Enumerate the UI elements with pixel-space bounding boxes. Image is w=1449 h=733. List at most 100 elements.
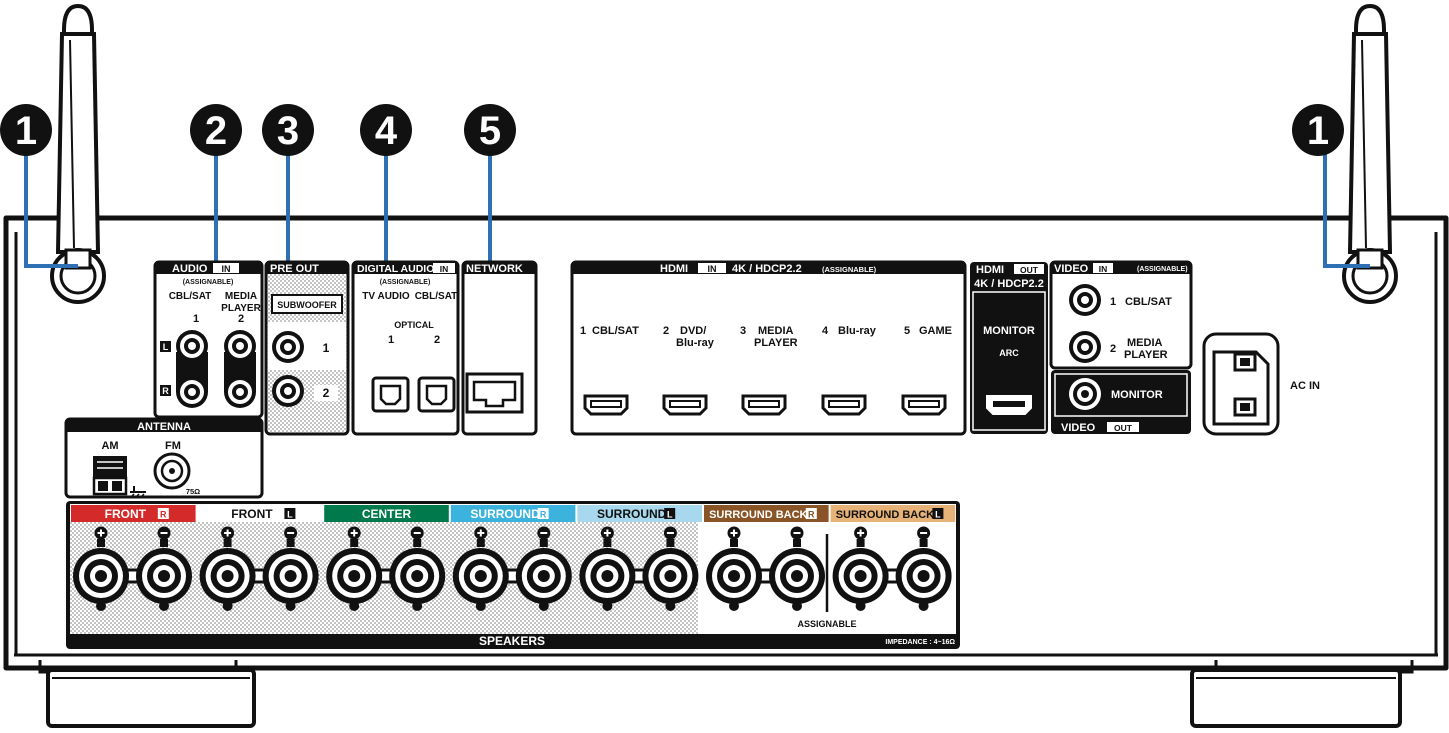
hdmi-out-spec: 4K / HDCP2.2 [974,278,1044,290]
rca-jack[interactable] [224,376,256,408]
callout-number: 5 [479,109,501,153]
video-in-1-label: CBL/SAT [1125,296,1172,308]
callout-number: 4 [375,109,398,153]
video-in-tag: IN [1099,264,1108,274]
speaker-tag: L [667,510,673,520]
network-panel: NETWORK [461,260,538,436]
digital-audio-num2: 2 [434,334,440,346]
speaker-binding-post[interactable] [452,548,509,604]
callout-number: 1 [1307,109,1329,153]
video-out-tag: OUT [1114,423,1133,433]
hdmi-input-5-num: 5 [904,325,910,337]
hdmi-out-arc: ARC [999,348,1019,358]
speaker-binding-post[interactable] [73,548,129,604]
hdmi-input-3-label2: PLAYER [754,337,798,349]
ac-inlet[interactable] [1202,332,1280,436]
hdmi-input-1-num: 1 [580,325,586,337]
hdmi-in-tag: IN [708,264,717,274]
hdmi-in-assignable: (ASSIGNABLE) [822,265,877,274]
hdmi-port[interactable] [901,394,947,416]
rca-jack[interactable] [272,375,304,407]
digital-audio-title: DIGITAL AUDIO [357,263,434,275]
hdmi-input-4-num: 4 [822,325,829,337]
speaker-binding-post[interactable] [579,548,636,604]
speakers-panel: ASSIGNABLE SPEAKERS IMPEDANCE : 4~16Ω FR… [66,501,960,649]
hdmi-out-tag: OUT [1020,265,1039,275]
optical-jack[interactable] [371,376,410,413]
speaker-tag: L [935,510,941,520]
speaker-label: SURROUND [470,507,540,521]
pre-out-title: PRE OUT [270,263,319,275]
speaker-binding-post[interactable] [706,548,762,604]
fm-antenna-connector[interactable] [153,452,191,490]
audio-in-tag: IN [222,264,231,274]
speaker-tag: R [808,510,815,520]
hdmi-input-2-num: 2 [663,325,669,337]
speakers-footer: SPEAKERS [479,634,545,648]
speaker-binding-post[interactable] [262,548,319,604]
antenna-panel: ANTENNA AM FM 75Ω [64,417,264,499]
video-out-monitor: MONITOR [1111,389,1163,401]
rca-jack[interactable] [1069,284,1101,316]
am-antenna-terminal[interactable] [92,456,146,498]
rca-jack[interactable] [1069,331,1101,363]
rca-jack[interactable] [176,376,208,408]
speaker-header [324,505,449,522]
hdmi-out-panel: HDMI OUT 4K / HDCP2.2 MONITOR ARC [970,262,1048,434]
speaker-label: SURROUND BACK [709,509,807,521]
speaker-binding-post[interactable] [642,548,699,604]
speaker-binding-post[interactable] [515,548,572,604]
digital-audio-num1: 1 [388,334,394,346]
ethernet-jack[interactable] [465,372,524,414]
audio-in-left-tag: L [163,342,169,352]
speaker-binding-post[interactable] [832,548,889,604]
hdmi-input-3-num: 3 [740,325,746,337]
antenna-fm-label: FM [165,440,181,452]
callout-badge-2 [190,104,242,156]
video-in-panel: VIDEO IN (ASSIGNABLE) 1 CBL/SAT 2 MEDIA … [1049,260,1193,370]
speaker-label: SURROUND [597,507,667,521]
optical-jack[interactable] [417,376,456,413]
hdmi-input-2-label2: Blu-ray [676,337,715,349]
callout-badge-1-left [0,104,52,156]
hdmi-port[interactable] [741,394,787,416]
video-in-1-num: 1 [1110,296,1116,308]
audio-in-col1: CBL/SAT [169,291,212,302]
speaker-tag-box [157,508,169,519]
speaker-binding-post[interactable] [136,548,192,604]
hdmi-out-monitor: MONITOR [983,325,1035,337]
rca-jack[interactable] [176,330,208,362]
speaker-binding-post[interactable] [895,548,952,604]
video-in-2-num: 2 [1110,343,1116,355]
callout-leaders [24,150,1370,268]
hdmi-port[interactable] [821,394,867,416]
video-in-2-label: MEDIA [1127,337,1163,349]
speaker-binding-post[interactable] [199,548,256,604]
hdmi-input-4-label: Blu-ray [838,325,877,337]
antenna-title: ANTENNA [137,421,191,433]
audio-in-panel: AUDIO IN (ASSIGNABLE) CBL/SAT MEDIA PLAY… [153,260,264,419]
hdmi-port[interactable] [662,394,708,416]
speaker-header [704,505,829,522]
callout-number: 2 [205,109,227,153]
speaker-binding-post[interactable] [389,548,446,604]
speaker-binding-post[interactable] [326,548,383,604]
rca-jack[interactable] [1069,378,1101,410]
speaker-binding-post[interactable] [769,548,825,604]
video-out-panel: MONITOR VIDEO OUT [1051,370,1191,434]
hdmi-out-port[interactable] [986,395,1032,415]
hdmi-port[interactable] [583,394,629,416]
audio-in-right-tag: R [162,386,169,396]
audio-in-col2-line2: PLAYER [221,303,261,314]
rca-jack[interactable] [272,331,304,363]
digital-audio-col1: TV AUDIO [362,291,410,302]
wireless-antenna-left [50,3,106,304]
rca-jack[interactable] [224,330,256,362]
callout-number: 1 [15,109,37,153]
hdmi-input-3-label: MEDIA [758,325,794,337]
